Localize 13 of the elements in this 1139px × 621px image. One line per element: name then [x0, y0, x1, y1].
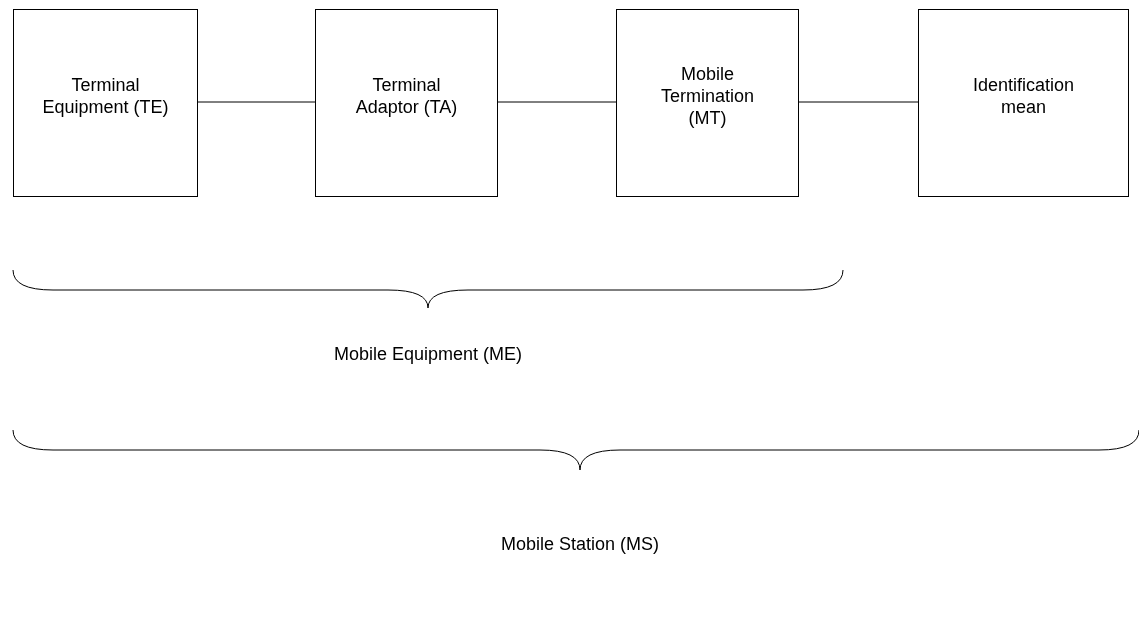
component-box: [315, 9, 498, 197]
box-label: Identification mean: [971, 74, 1076, 118]
box-label: Mobile Termination (MT): [659, 63, 755, 129]
box-label: Terminal Equipment (TE): [41, 74, 170, 118]
connector-line: [197, 101, 316, 103]
box-label: Terminal Adaptor (TA): [354, 74, 459, 118]
connector-line: [497, 101, 617, 103]
group-label: Mobile Station (MS): [499, 533, 661, 556]
group-label: Mobile Equipment (ME): [332, 343, 524, 366]
connector-line: [798, 101, 919, 103]
component-box: [918, 9, 1129, 197]
component-box: [616, 9, 799, 197]
component-box: [13, 9, 198, 197]
